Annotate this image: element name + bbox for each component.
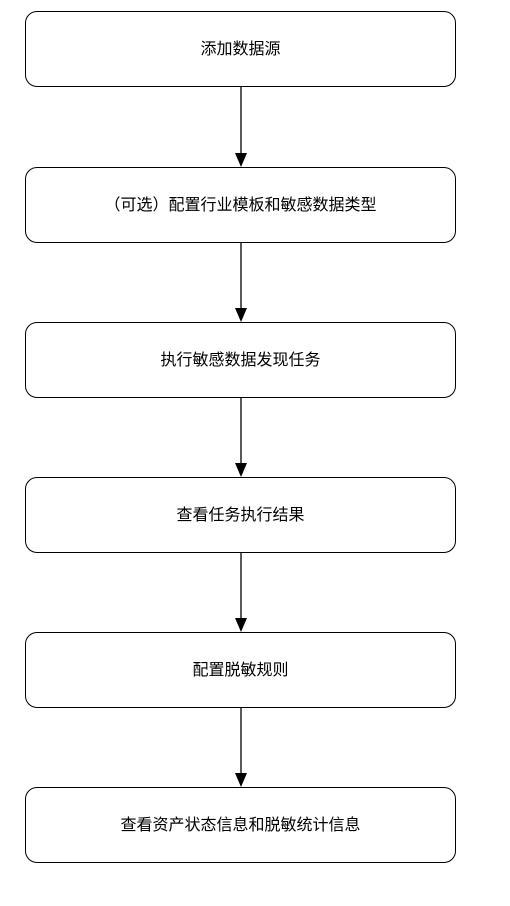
step-label: 添加数据源 [200,39,281,59]
step-add-data-source: 添加数据源 [25,11,456,87]
arrow-1 [235,87,247,167]
step-view-asset-status: 查看资产状态信息和脱敏统计信息 [25,787,456,863]
step-label: 配置脱敏规则 [192,660,289,680]
arrow-4 [235,553,247,632]
step-configure-masking-rules: 配置脱敏规则 [25,632,456,708]
step-label: 查看资产状态信息和脱敏统计信息 [120,815,361,835]
step-configure-template: （可选）配置行业模板和敏感数据类型 [25,167,456,243]
step-run-discovery-task: 执行敏感数据发现任务 [25,322,456,398]
arrow-5 [235,708,247,787]
step-label: 执行敏感数据发现任务 [160,350,321,370]
step-view-task-results: 查看任务执行结果 [25,477,456,553]
step-label: 查看任务执行结果 [176,505,305,525]
step-label: （可选）配置行业模板和敏感数据类型 [104,195,377,215]
arrow-3 [235,398,247,477]
arrow-2 [235,243,247,322]
